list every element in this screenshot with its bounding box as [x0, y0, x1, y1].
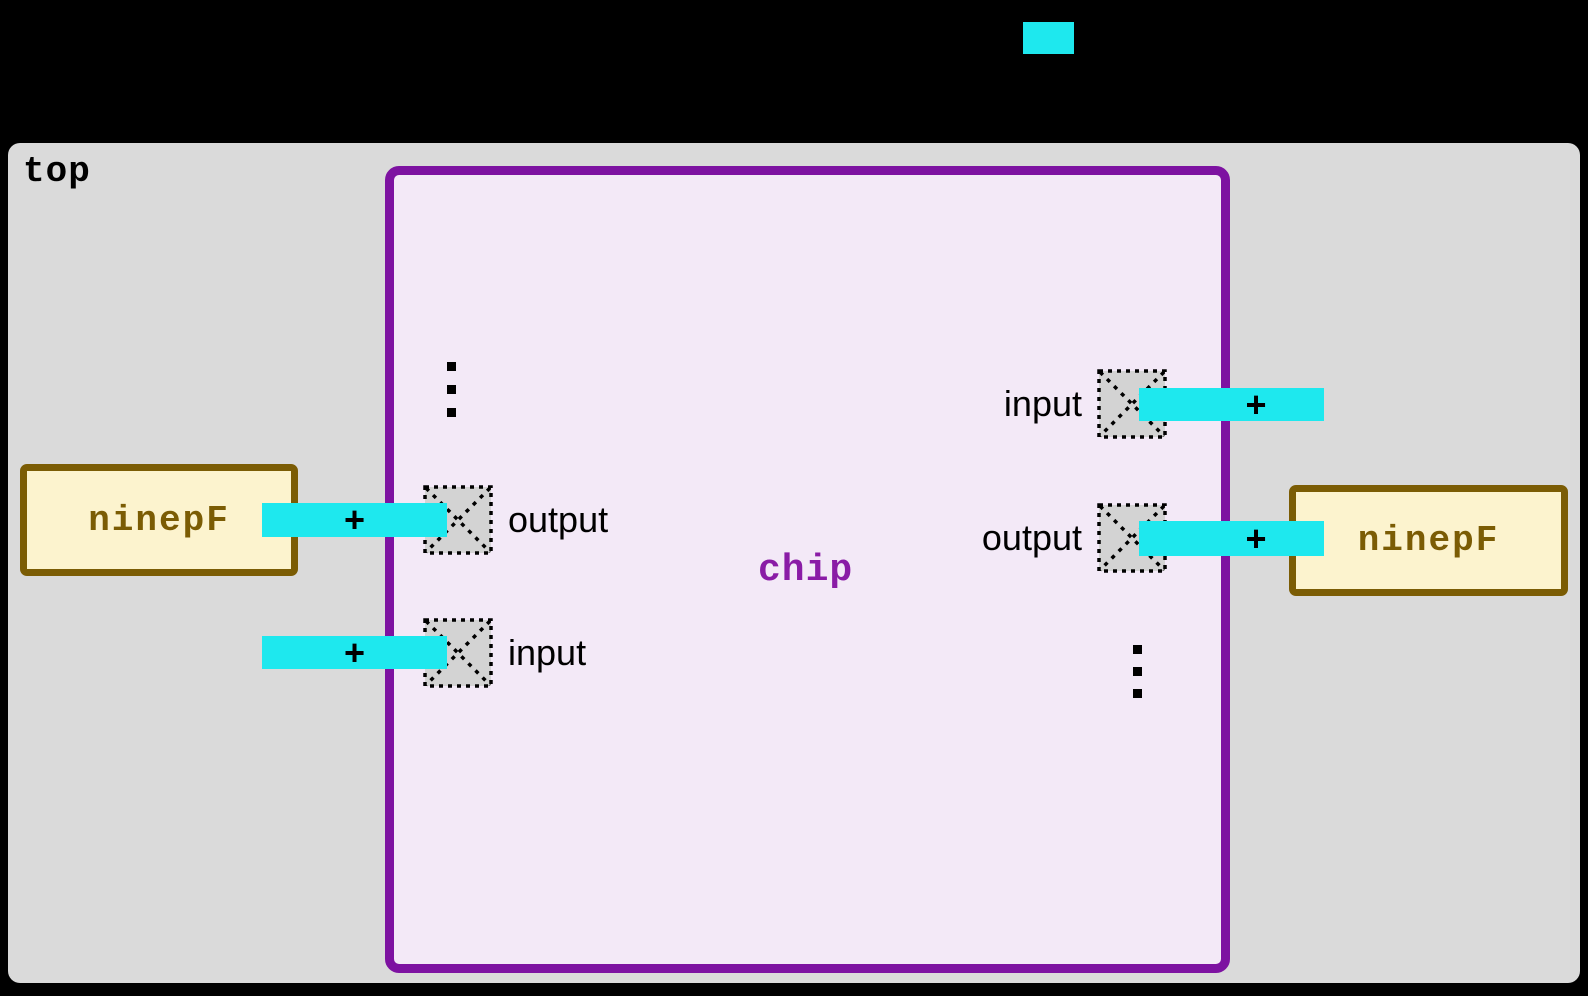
wire-left-input[interactable]: +	[262, 631, 447, 673]
port-label-right-input: input	[1003, 383, 1082, 424]
port-label-left-output: output	[508, 499, 609, 540]
wire-color-swatch[interactable]	[1023, 22, 1074, 54]
wire-right-input[interactable]: +	[1139, 383, 1324, 425]
wire-polarity-label: +	[343, 499, 366, 540]
more-ports-ellipsis-left	[447, 362, 456, 417]
port-label-left-input: input	[508, 632, 587, 673]
instance-name-label: ninepF	[1357, 520, 1500, 561]
chip-name-label: chip	[758, 549, 854, 592]
wire-left-output[interactable]: +	[262, 499, 447, 540]
cell-top: top chip	[8, 143, 1580, 983]
chip-instance[interactable]: chip	[385, 166, 1230, 973]
cell-name-label: top	[23, 151, 91, 192]
wire-polarity-label: +	[343, 631, 366, 673]
wire-polarity-label: +	[1245, 383, 1267, 425]
wire-right-output[interactable]: +	[1139, 517, 1324, 559]
more-ports-ellipsis-right	[1133, 645, 1142, 698]
instance-name-label: ninepF	[88, 499, 230, 541]
instance-ninepf-left[interactable]: ninepF	[20, 464, 298, 576]
port-label-right-output: output	[981, 517, 1082, 558]
wire-polarity-label: +	[1245, 517, 1267, 559]
instance-ninepf-right[interactable]: ninepF	[1289, 485, 1568, 596]
